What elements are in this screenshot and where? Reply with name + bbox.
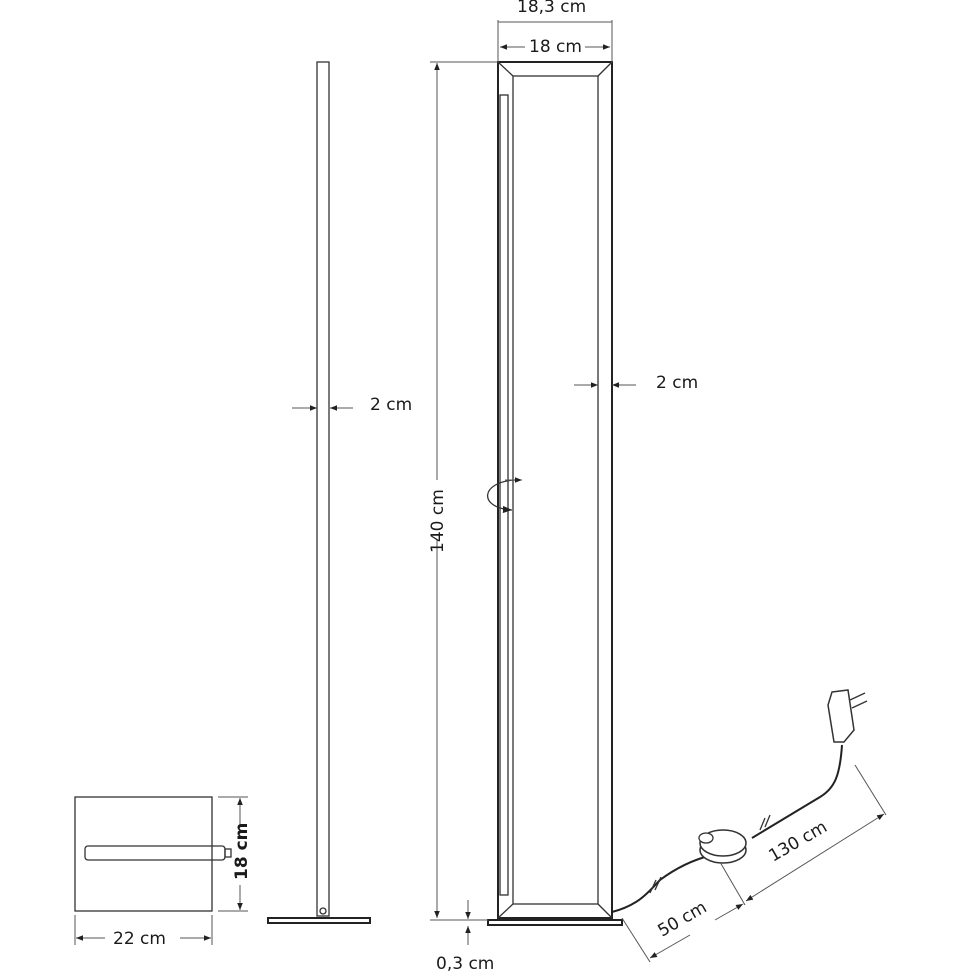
outer-width-label: 18,3 cm <box>517 0 586 17</box>
rotation-arrow-icon <box>486 479 516 514</box>
side-screw <box>319 907 327 915</box>
plug-icon <box>827 689 868 743</box>
led-tube <box>499 94 509 896</box>
side-view: 2 cm <box>267 61 412 924</box>
base-depth-label: 18 cm <box>232 823 252 880</box>
power-cord: 50 cm 130 cm <box>611 689 887 963</box>
cord-segment-2 <box>751 744 843 839</box>
base-plate <box>74 796 213 912</box>
front-panel <box>512 75 599 905</box>
front-thickness-label: 2 cm <box>656 373 698 393</box>
foot-switch-icon <box>698 829 747 864</box>
inner-width-label: 18 cm <box>529 37 582 57</box>
base-width-label: 22 cm <box>113 929 166 949</box>
base-height-label: 0,3 cm <box>436 954 494 971</box>
side-pole <box>316 61 330 917</box>
base-top-view: 18 cm 22 cm <box>74 796 252 949</box>
height-label: 140 cm <box>428 489 448 553</box>
front-base <box>487 919 623 926</box>
base-tube <box>84 845 226 861</box>
side-thickness-label: 2 cm <box>370 395 412 415</box>
cord-to-switch-label: 50 cm <box>655 898 711 942</box>
front-frame <box>497 61 613 919</box>
side-base <box>267 917 371 924</box>
front-view: 18,3 cm 18 cm 140 cm 2 cm 0,3 cm <box>428 0 698 971</box>
